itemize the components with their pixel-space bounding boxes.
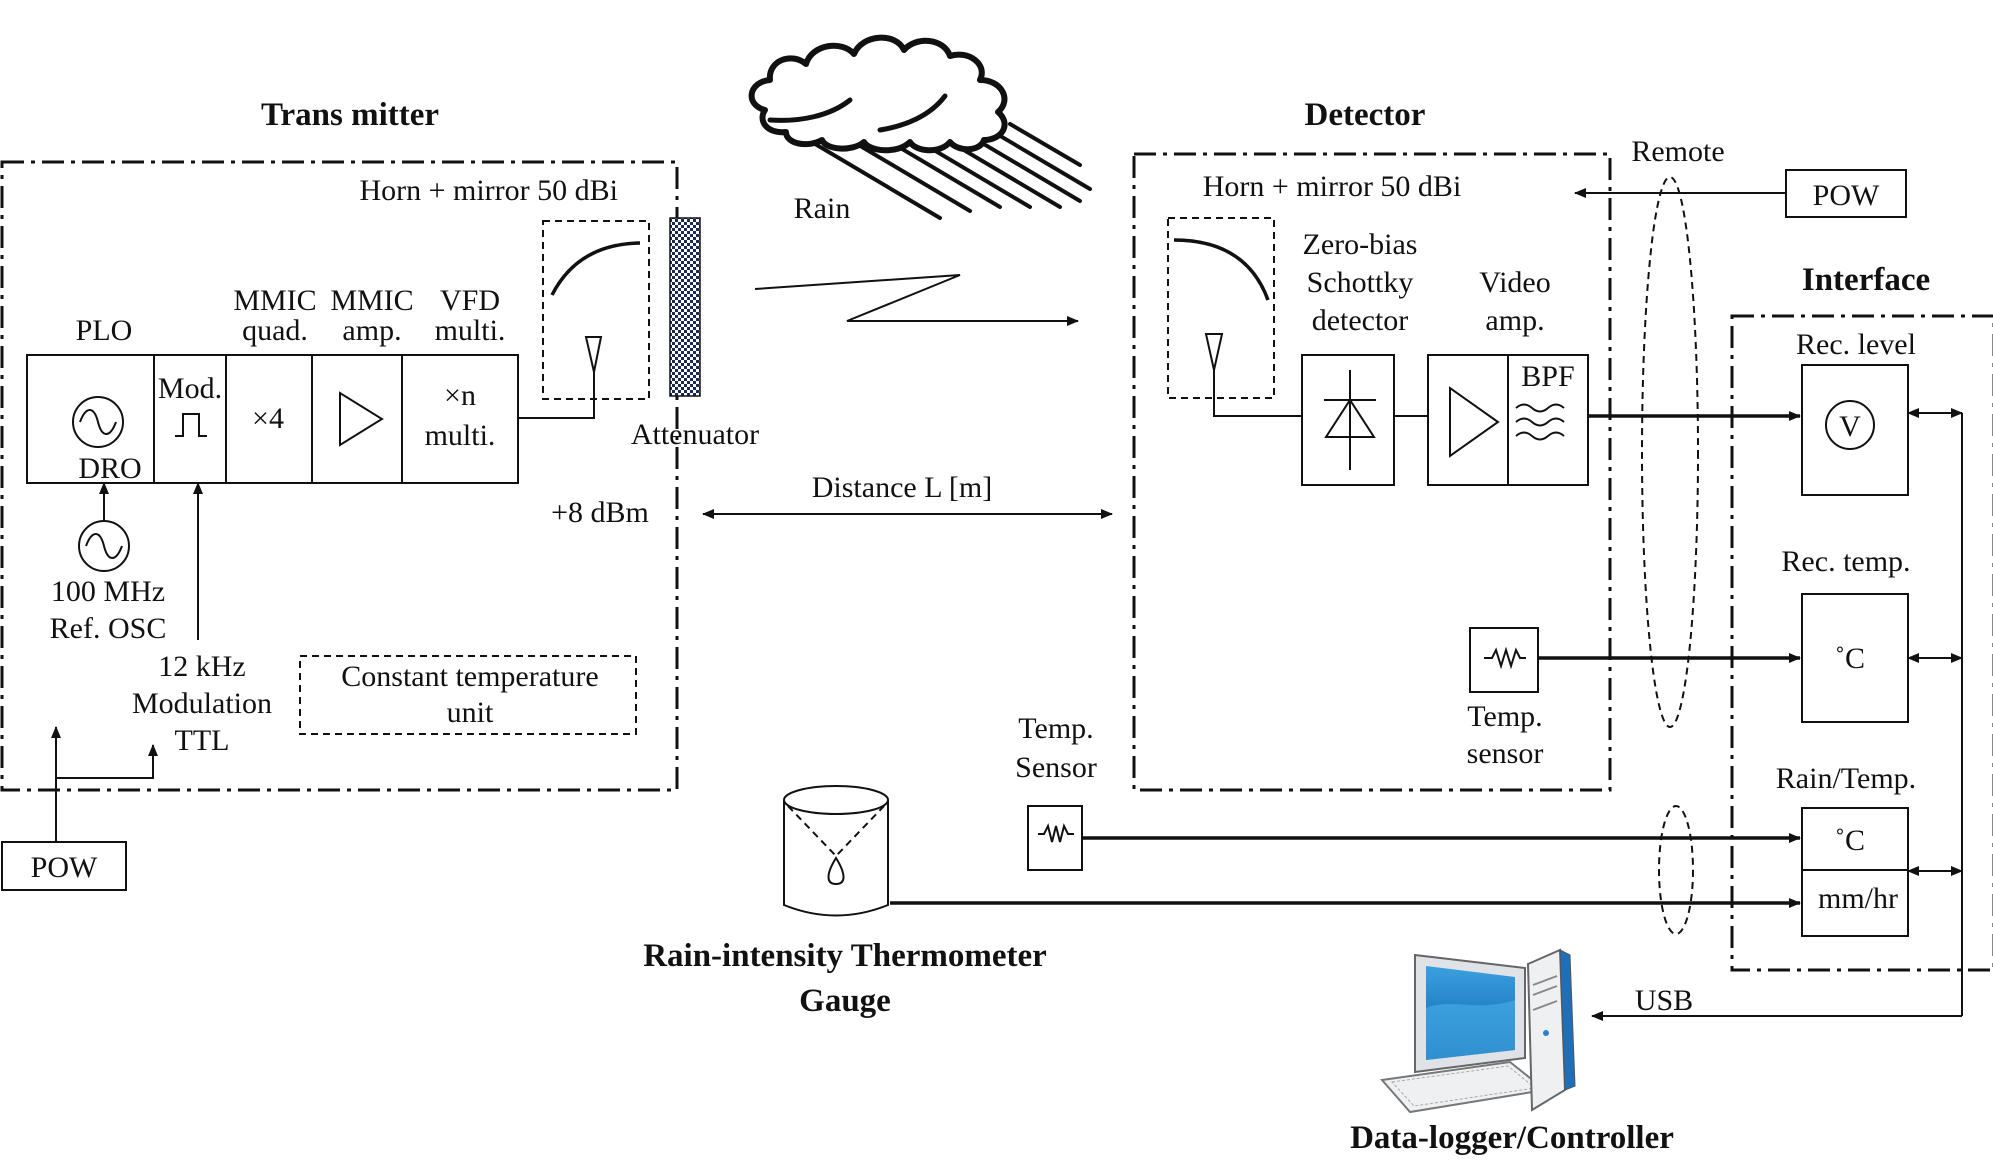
remote-pow-box [1785, 169, 1907, 218]
remote-label: Remote [1631, 135, 1724, 168]
power-label: +8 dBm [551, 496, 649, 529]
plo-dro-box [26, 354, 155, 484]
schottky-label-3: detector [1312, 304, 1409, 337]
interface-boundary [1730, 314, 1993, 972]
outside-thermistor-icon [1038, 823, 1074, 843]
detector-horn-label: Horn + mirror 50 dBi [1203, 170, 1462, 203]
modulation-label-3: TTL [175, 724, 230, 757]
pulse-icon [175, 413, 207, 437]
computer-icon [1380, 948, 1576, 1114]
schottky-label-2: Schottky [1307, 266, 1414, 299]
vfd-label-1: VFD [440, 284, 500, 317]
wireless-link-arrow [754, 274, 1079, 326]
interface-section: Interface Rec. level V Rec. temp. ˚C Rai… [1730, 262, 1993, 1016]
detector-section: Detector Horn + mirror 50 dBi Zero-bias … [1132, 97, 1612, 792]
transmitter-section: Trans mitter Horn + mirror 50 dBi PLO DR… [0, 97, 759, 891]
transmitter-boundary [0, 160, 679, 792]
xn-label-2: multi. [425, 419, 496, 452]
distance-label: Distance L [m] [812, 471, 992, 504]
rec-temp-label: Rec. temp. [1781, 545, 1910, 578]
mmic-amp-label-2: amp. [342, 314, 401, 347]
usb-label: USB [1635, 984, 1693, 1017]
amplifier-icon [339, 391, 384, 447]
mmic-quad-label-2: quad. [242, 314, 308, 347]
remote-cable-bundle [1641, 176, 1699, 728]
dro-oscillator-icon [72, 396, 124, 448]
outside-temp-sensor-box [1027, 805, 1083, 871]
rec-level-box [1801, 364, 1909, 496]
xn-multi-box [401, 354, 519, 484]
mmic-amp-label-1: MMIC [330, 284, 413, 317]
detector-temp-sensor-label-2: sensor [1467, 737, 1544, 770]
ref-osc-label-1: 100 MHz [51, 575, 165, 608]
vfd-label-2: multi. [435, 314, 506, 347]
mod-box [153, 354, 227, 484]
video-amp-label-2: amp. [1485, 304, 1544, 337]
dro-label: DRO [78, 452, 141, 485]
remote-pow-label: POW [1813, 179, 1880, 212]
rec-level-label: Rec. level [1796, 328, 1916, 361]
schottky-detector-box [1301, 354, 1395, 486]
detector-mirror-icon [1173, 238, 1270, 301]
transmitter-title: Trans mitter [261, 97, 439, 133]
bpf-label: BPF [1521, 360, 1574, 393]
attenuator-label: Attenuator [631, 418, 759, 451]
mod-label: Mod. [158, 372, 222, 405]
interface-title: Interface [1802, 262, 1930, 298]
x4-label: ×4 [252, 402, 284, 435]
diode-icon [1324, 370, 1376, 470]
ctu-label-1: Constant temperature [341, 660, 598, 693]
bpf-filter-icon [1515, 403, 1565, 441]
detector-boundary [1132, 152, 1612, 792]
rain-temp-label: Rain/Temp. [1776, 762, 1916, 795]
video-amp-label-1: Video [1479, 266, 1551, 299]
volt-label: V [1839, 410, 1861, 443]
xn-label-1: ×n [444, 379, 476, 412]
rain-cloud-icon [748, 34, 1092, 220]
transmitter-mirror-icon [550, 241, 641, 296]
rain-temp-unit-mmhr: mm/hr [1818, 882, 1898, 915]
outside-sensor-label-2: Sensor [1015, 751, 1097, 784]
sensor-cable-bundle [1658, 805, 1694, 935]
detector-title: Detector [1305, 97, 1426, 133]
mmic-quad-label-1: MMIC [233, 284, 316, 317]
outside-sensor-label-1: Temp. [1018, 712, 1093, 745]
transmitter-horn-enclosure [542, 220, 650, 400]
ref-oscillator-icon [78, 520, 130, 572]
gauge-label-1: Rain-intensity Thermometer [643, 938, 1047, 974]
datalogger-label: Data-logger/Controller [1350, 1120, 1674, 1156]
constant-temperature-unit [299, 655, 637, 735]
ctu-label-2: unit [447, 696, 494, 729]
detector-horn-enclosure [1167, 217, 1275, 399]
rain-gauge-icon [783, 785, 889, 917]
schottky-label-1: Zero-bias [1303, 228, 1418, 261]
detector-temp-sensor-box [1469, 627, 1539, 693]
detector-thermistor-icon [1484, 646, 1526, 670]
transmitter-pow-label: POW [31, 851, 98, 884]
detector-temp-sensor-label-1: Temp. [1467, 700, 1542, 733]
rain-temp-unit-c: ˚C [1835, 824, 1865, 857]
attenuator-icon [669, 217, 701, 397]
video-amp-icon [1449, 386, 1500, 458]
rec-temp-unit: ˚C [1835, 642, 1865, 675]
modulation-label-1: 12 kHz [158, 650, 245, 683]
transmitter-antenna-icon [584, 336, 603, 409]
detector-antenna-icon [1204, 333, 1224, 400]
rain-label: Rain [794, 192, 851, 225]
voltmeter-icon [1825, 400, 1875, 450]
transmitter-pow-box [1, 841, 127, 891]
plo-label: PLO [76, 314, 133, 347]
rec-temp-box [1801, 593, 1909, 723]
transmitter-horn-label: Horn + mirror 50 dBi [359, 174, 618, 207]
mmic-amp-box [311, 354, 403, 484]
modulation-label-2: Modulation [132, 687, 272, 720]
ref-osc-label-2: Ref. OSC [50, 612, 167, 645]
gauge-label-2: Gauge [799, 983, 891, 1019]
